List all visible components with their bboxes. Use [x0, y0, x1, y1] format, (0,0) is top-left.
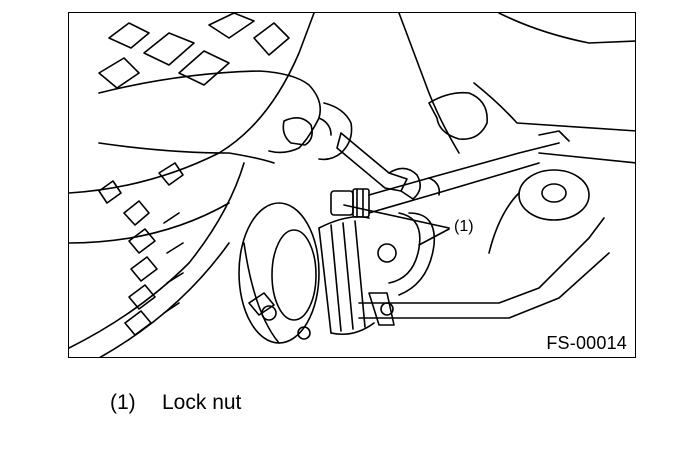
legend: (1) Lock nut: [110, 390, 241, 416]
callout-label: (1): [454, 218, 474, 235]
illustration-frame: (1) FS-00014: [68, 12, 636, 358]
legend-item-label: Lock nut: [162, 391, 242, 414]
legend-item-number: (1): [110, 391, 136, 414]
figure-code: FS-00014: [546, 333, 627, 353]
lock-nut-illustration: [69, 13, 635, 357]
